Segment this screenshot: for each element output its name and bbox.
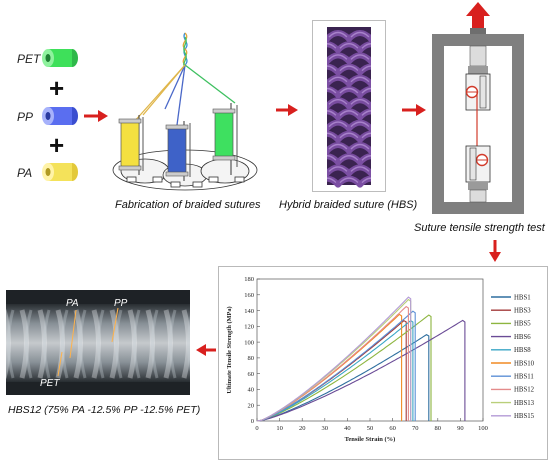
- series-line-hbs12: [256, 305, 409, 422]
- legend-label: HBS11: [514, 374, 534, 381]
- series-line-hbs5: [256, 314, 432, 422]
- braid-illustration: [302, 21, 407, 191]
- x-tick-label: 30: [322, 425, 329, 432]
- x-tick-label: 20: [299, 425, 306, 432]
- micrograph-label-pa: PA: [66, 298, 79, 309]
- micrograph-label-pet: PET: [40, 378, 60, 389]
- micrograph-texture: [6, 304, 190, 382]
- legend-label: HBS12: [514, 387, 535, 394]
- series-line-hbs8: [256, 319, 414, 422]
- series-line-hbs1: [256, 334, 430, 422]
- material-label-pet: PET: [17, 52, 41, 66]
- y-tick-label: 160: [244, 292, 254, 299]
- y-tick-label: 100: [244, 339, 254, 346]
- x-tick-label: 100: [478, 425, 488, 432]
- material-label-pp: PP: [17, 110, 34, 124]
- series-line-hbs11: [256, 310, 416, 422]
- y-tick-label: 40: [248, 387, 255, 394]
- hybrid-braid-panel: [302, 20, 407, 192]
- x-tick-label: 10: [276, 425, 283, 432]
- pet-spool-icon: [42, 49, 78, 67]
- x-tick-label: 80: [435, 425, 442, 432]
- x-tick-label: 0: [255, 425, 258, 432]
- tensile-tester-illustration: [432, 2, 524, 214]
- y-tick-label: 0: [251, 418, 254, 425]
- y-tick-label: 140: [244, 308, 254, 315]
- legend-label: HBS5: [514, 321, 531, 328]
- y-tick-label: 180: [244, 276, 254, 283]
- bobbin-yellow: [118, 115, 144, 175]
- caption-micrograph: HBS12 (75% PA -12.5% PP -12.5% PET): [8, 404, 201, 416]
- arrow-right-icon-2: [276, 104, 298, 116]
- y-tick-label: 60: [248, 371, 255, 378]
- plus-sign-2: +: [49, 130, 65, 160]
- bobbin-blue: [165, 121, 191, 181]
- legend-label: HBS15: [514, 413, 535, 420]
- legend-label: HBS1: [514, 294, 531, 301]
- material-label-pa: PA: [17, 166, 33, 180]
- arrow-down-icon: [489, 240, 501, 262]
- caption-hybrid: Hybrid braided suture (HBS): [279, 199, 418, 211]
- arrow-left-icon: [196, 344, 216, 356]
- materials-graphics: [42, 49, 78, 181]
- x-tick-label: 90: [457, 425, 464, 432]
- x-tick-label: 50: [367, 425, 374, 432]
- y-tick-label: 80: [248, 355, 255, 362]
- braiding-machine-illustration: [112, 32, 258, 191]
- y-tick-label: 20: [248, 402, 255, 409]
- x-tick-label: 60: [389, 425, 396, 432]
- legend-label: HBS13: [514, 400, 535, 407]
- caption-tensile-test: Suture tensile strength test: [414, 222, 545, 234]
- pa-spool-icon: [42, 163, 78, 181]
- series-line-hbs10: [256, 313, 403, 422]
- bobbin-green: [212, 103, 238, 175]
- arrow-right-icon-1: [84, 110, 108, 122]
- caption-fabrication: Fabrication of braided sutures: [115, 199, 261, 211]
- chart-plot: 0 10 20 30 40 50 60 70 80 90 100 0 20 40 60 80 100 120 140…: [226, 276, 535, 443]
- micrograph-image: PA PP PET: [6, 290, 190, 395]
- plus-sign-1: +: [49, 73, 65, 103]
- pp-spool-icon: [42, 107, 78, 125]
- tensile-arrow-up-icon: [466, 2, 490, 28]
- series-line-hbs6: [256, 319, 466, 422]
- x-axis-label: Tensile Strain (%): [345, 436, 396, 443]
- plot-area: [256, 278, 484, 422]
- micrograph-label-pp: PP: [114, 298, 128, 309]
- materials-panel: [0, 0, 90, 200]
- tensile-chart: 0 10 20 30 40 50 60 70 80 90 100 0 20 40 60 80 100 120 140…: [218, 266, 548, 460]
- y-axis-label: Ultimate Tensile Strength (MPa): [226, 306, 233, 393]
- legend-label: HBS3: [514, 308, 531, 315]
- x-tick-label: 70: [412, 425, 419, 432]
- arrow-right-icon-3: [402, 104, 426, 116]
- x-tick-label: 40: [344, 425, 351, 432]
- series-line-hbs15: [256, 296, 412, 422]
- legend-label: HBS6: [514, 334, 531, 341]
- legend-label: HBS8: [514, 347, 531, 354]
- legend-label: HBS10: [514, 360, 535, 367]
- y-tick-label: 120: [244, 324, 254, 331]
